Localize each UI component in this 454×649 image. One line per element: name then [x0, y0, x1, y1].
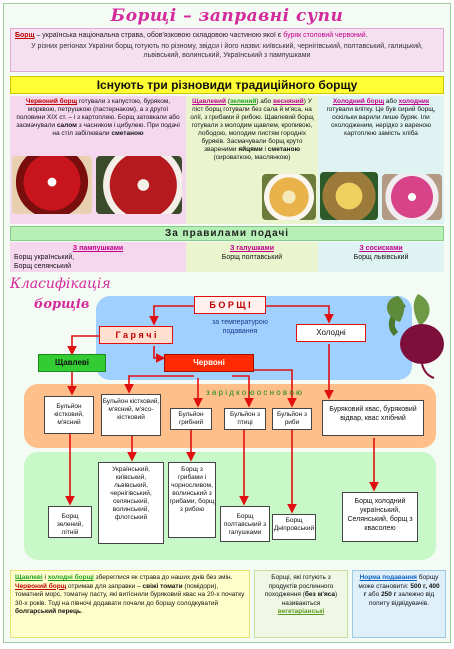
page-title: Борщі – заправні супи: [110, 6, 344, 26]
or-text-2: або: [384, 98, 399, 105]
serving-item: Борщ полтавський: [221, 254, 283, 261]
red-borshch-photo: [12, 156, 92, 214]
red-term: Червоний борщ: [15, 582, 67, 590]
type-green-text2: (сироваткою, маслянкою): [213, 154, 291, 161]
note-text2: отримав для заправки –: [66, 582, 143, 590]
portion-text1: борщу може становити:: [358, 574, 439, 590]
spring-term: весняний: [273, 98, 304, 105]
borshch-word: Борщ: [15, 32, 35, 39]
paren: (: [226, 98, 230, 105]
note-text1: збереглися як страва до наших днів без з…: [93, 574, 233, 581]
and-text: і: [262, 146, 268, 153]
base-node: Бульйон кістковий, м'ясний, м'ясо-кістко…: [101, 394, 161, 436]
intro-line-1: Борщ – українська національна страва, об…: [15, 31, 439, 40]
or-text-3: або: [366, 591, 382, 598]
hot-node: Г а р я ч і: [99, 326, 173, 344]
type-red-name: Червоний борщ: [25, 98, 78, 105]
and-text-2: і: [42, 574, 48, 581]
base-node: Бульйон грибний: [170, 408, 212, 430]
portion-small: 250 г: [381, 591, 397, 598]
green-borshch-photo: [262, 174, 316, 220]
base-node: Бульйон з птиці: [224, 408, 266, 430]
beet-term: буряк столовий червоний: [283, 32, 366, 39]
result-node: Борщ з грибами і чорносливом, волинський…: [168, 462, 216, 538]
classification-title-1: Класифікація: [10, 276, 111, 292]
red-borshch-photo-2: [96, 156, 182, 214]
intro-line-2: У різних регіонах України борщ готують п…: [31, 43, 423, 59]
root-node: Б О Р Щ І: [194, 296, 266, 314]
cold-term-2: холодні борщі: [47, 574, 94, 581]
serving-item: Борщ львівський: [353, 254, 409, 261]
tomato-term: свіжі томати: [142, 582, 183, 590]
type-cold-text1: готували влітку. Це був сирий борщ, оскі…: [326, 106, 436, 137]
portion-amounts: 500 г, 400 г: [363, 582, 440, 599]
beet-icon: [387, 294, 444, 379]
sorrel-term: Щавлеві: [15, 574, 43, 581]
intro-box: Борщ – українська національна страва, об…: [10, 28, 444, 72]
no-meat-term: без м'яса: [304, 591, 336, 598]
portion-text2: залежно від попиту відвідувачів.: [369, 591, 435, 607]
serving-head: З пампушками: [72, 245, 124, 252]
type-red-text2: з часником і цибулею. При подачі на стіл…: [52, 122, 180, 137]
type-green-text1: ) У піст борщ готували без сала й м'яса,…: [190, 98, 314, 153]
portion-norm-term: Норма подавання: [359, 574, 417, 581]
type-green-name: Щавлевий: [192, 98, 226, 105]
note-portion: Норма подавання борщу може становити: 50…: [352, 570, 446, 638]
type-cold-name: Холодний борщ: [332, 98, 385, 105]
smetana-term-2: сметаною: [267, 146, 300, 153]
serving-col-3: З сосисками Борщ львівський: [318, 242, 444, 272]
veg-text1: Борщі, які готують з продуктів рослинног…: [264, 574, 334, 598]
salo-term: салом: [56, 122, 77, 129]
note-tradition: Щавлеві і холодні борщі збереглися як ст…: [10, 570, 250, 638]
serving-item: Борщ український,: [14, 254, 75, 261]
veg-text2: ) називаються: [281, 591, 338, 607]
intro-text: – українська національна страва, обов'яз…: [34, 32, 284, 39]
note-vegetarian: Борщі, які готують з продуктів рослинног…: [254, 570, 348, 638]
type-red-text1: готували з капустою, буряком, морквою, п…: [16, 98, 180, 129]
result-node: Український, київський, львівський, черн…: [98, 462, 164, 544]
poster: Борщі – заправні супи Борщ – українська …: [3, 3, 451, 643]
serving-title: За правилами подачі: [10, 226, 444, 241]
result-node: Борщ холодний український, Селянський, б…: [342, 492, 418, 542]
pepper-term: болгарський перець: [15, 608, 82, 615]
result-node: Борщ Дніпровський: [272, 514, 316, 540]
result-node: Борщ полтавський з галушками: [220, 506, 270, 542]
eggs-term: яйцями: [238, 146, 263, 153]
red-node: Червоні: [164, 354, 254, 372]
serving-head: З галушками: [229, 245, 275, 252]
base-node: Бульйон з риби: [272, 408, 312, 430]
sorrel-node: Щавлеві: [38, 354, 106, 372]
classification-title-2: борщів: [34, 297, 90, 312]
note-end: .: [81, 608, 83, 615]
serving-head: З сосисками: [359, 245, 403, 252]
note-text3: (помідори), томатний морс, томатну пасту…: [15, 582, 245, 607]
by-base-label: з а р і д к о ю о с н о в о ю: [205, 388, 303, 397]
intro-end: .: [365, 32, 368, 39]
green-term: зелений: [229, 98, 257, 105]
or-text: ) або: [256, 98, 274, 105]
serving-item: Борщ селянський: [14, 263, 72, 270]
cold-borshch-photo: [382, 174, 442, 220]
smetana-term: сметаною: [111, 130, 144, 137]
serving-col-1: З пампушками Борщ український, Борщ селя…: [10, 242, 186, 272]
cold-term: холодник: [398, 98, 430, 105]
potatoes-photo: [320, 172, 378, 220]
cold-node: Холодні: [296, 324, 366, 342]
types-title: Існують три різновиди традиційного борщу: [10, 76, 444, 94]
serving-col-2: З галушками Борщ полтавський: [186, 242, 318, 272]
base-node: Бульйон кістковий, м'ясний: [44, 396, 94, 434]
result-node: Борщ зелений, літній: [48, 506, 92, 538]
by-temperature-label: за температурою подавання: [212, 319, 268, 335]
base-node: Буряковий квас, буряковий відвар, квас х…: [322, 400, 424, 436]
vegetarian-term: вегетаріанські: [277, 608, 325, 615]
connectors: [65, 305, 379, 514]
